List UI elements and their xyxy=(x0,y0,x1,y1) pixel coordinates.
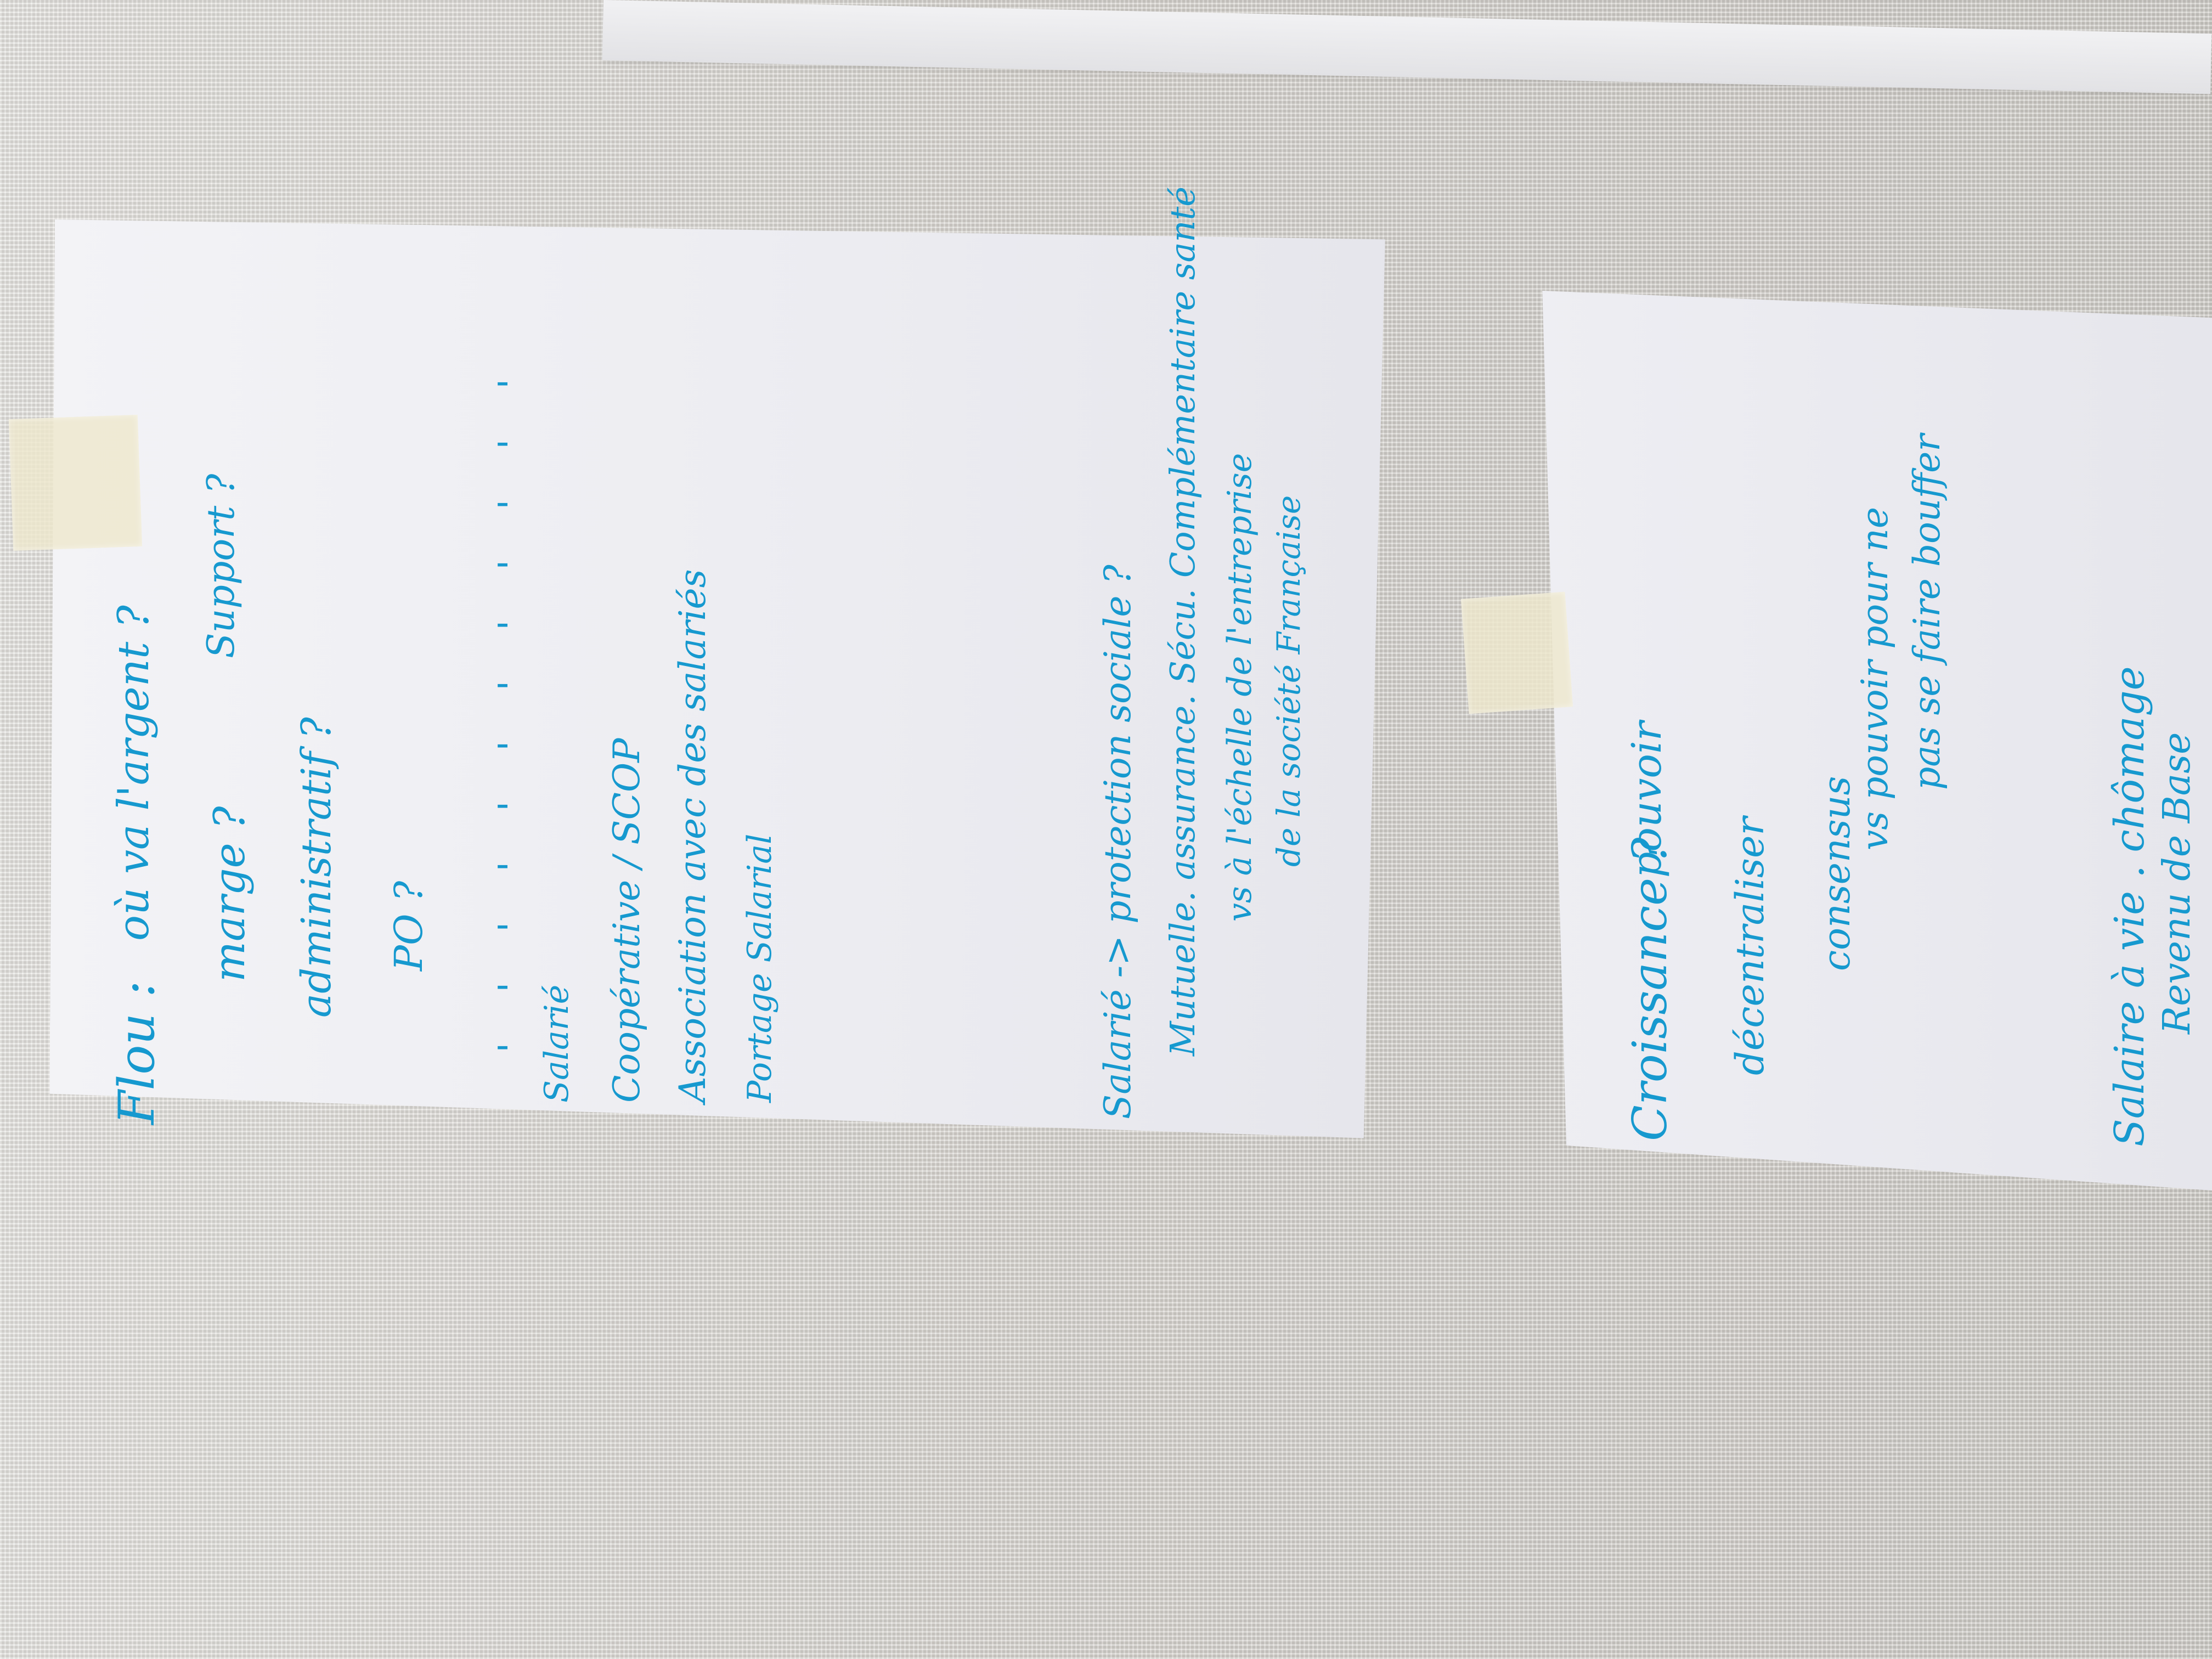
question-support: Support ? xyxy=(200,473,243,658)
protection-sociale: Salarié -> protection sociale ? xyxy=(1097,565,1139,1119)
entreprise-scale-line: vs à l'échelle de l'entreprise xyxy=(1221,453,1259,922)
option-portage: Portage Salarial xyxy=(741,833,779,1103)
question-po: PO ? xyxy=(386,881,431,971)
pouvoir-line-1: vs pouvoir pour ne xyxy=(1854,507,1896,850)
right-note-sheet xyxy=(1542,291,2212,1190)
option-salarie: Salarié xyxy=(538,984,576,1103)
croissance-label: Croissance ? xyxy=(1623,837,1678,1141)
flou-label: Flou : xyxy=(108,980,166,1125)
revenu-de-base-line: Revenu de Base xyxy=(2155,732,2199,1034)
question-administratif: administratif ? xyxy=(293,717,340,1018)
mutuelle-line: Mutuelle. assurance. Sécu. Complémentair… xyxy=(1163,186,1203,1056)
option-association: Association avec des salariés xyxy=(672,569,714,1103)
option-scop: Coopérative / SCOP xyxy=(606,738,648,1103)
left-tape xyxy=(8,414,143,551)
societe-francaise-line: de la société Française xyxy=(1270,495,1307,867)
question-money: où va l'argent ? xyxy=(109,605,159,941)
salaire-a-vie-line: Salaire à vie . chômage xyxy=(2106,666,2153,1147)
top-paper-strip xyxy=(602,0,2212,94)
question-marge: marge ? xyxy=(205,806,255,982)
dashed-separator: - - - - - - - - - - - - xyxy=(491,359,515,1068)
pouvoir-line-2: pas se faire bouffer xyxy=(1906,434,1948,790)
right-tape xyxy=(1460,591,1573,714)
decentraliser-label: décentraliser xyxy=(1728,817,1773,1075)
consensus-label: consensus xyxy=(1815,776,1859,971)
pouvoir-label: pouvoir xyxy=(1623,721,1671,878)
